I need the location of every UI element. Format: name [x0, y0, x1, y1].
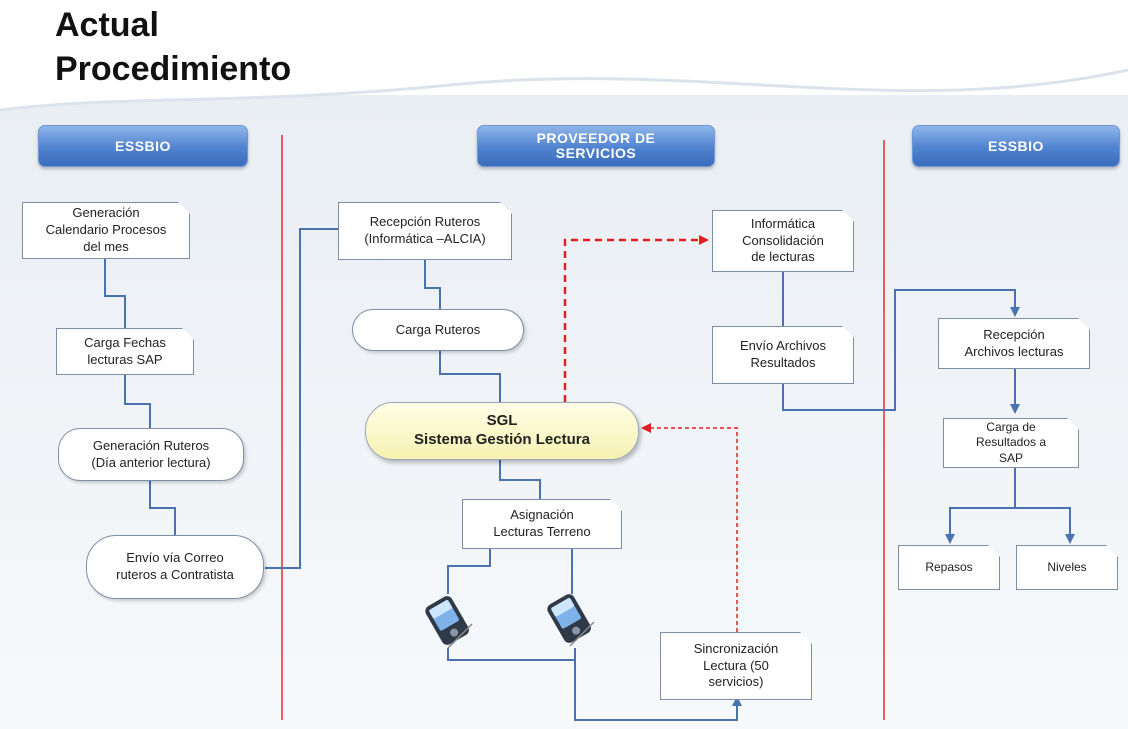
right-connectors [782, 272, 1075, 544]
header-essbio-right: ESSBIO [912, 125, 1120, 167]
header-proveedor-servicios: PROVEEDOR DE SERVICIOS [477, 125, 715, 167]
page-title-line2: Procedimiento [55, 50, 292, 88]
node-carga-ruteros: Carga Ruteros [352, 309, 524, 351]
node-generacion-calendario: Generación Calendario Procesos del mes [22, 202, 190, 259]
center-connectors [424, 260, 742, 721]
page-title-line1: Actual [55, 6, 159, 44]
header-essbio-left: ESSBIO [38, 125, 248, 167]
node-sincronizacion: Sincronización Lectura (50 servicios) [660, 632, 812, 700]
node-carga-resultados: Carga de Resultados a SAP [943, 418, 1079, 468]
node-envio-correo: Envío vía Correo ruteros a Contratista [86, 535, 264, 599]
node-niveles: Niveles [1016, 545, 1118, 590]
node-carga-fechas: Carga Fechas lecturas SAP [56, 328, 194, 375]
left-connectors [104, 228, 338, 569]
node-asignacion-lecturas: Asignación Lecturas Terreno [462, 499, 622, 549]
node-informatica-consolidacion: Informática Consolidación de lecturas [712, 210, 854, 272]
handheld-device-icon [547, 594, 595, 647]
sgl-label: SGL [486, 412, 518, 430]
node-repasos: Repasos [898, 545, 1000, 590]
node-generacion-ruteros: Generación Ruteros (Día anterior lectura… [58, 428, 244, 481]
dashed-connector-to-informatica [563, 235, 709, 402]
node-sgl: SGL Sistema Gestión Lectura [365, 402, 639, 460]
header-wave [0, 0, 1128, 110]
node-envio-archivos: Envío Archivos Resultados [712, 326, 854, 384]
node-recepcion-ruteros: Recepción Ruteros (Informática –ALCIA) [338, 202, 512, 260]
sgl-sublabel: Sistema Gestión Lectura [414, 431, 590, 448]
dashed-connector-to-sgl [641, 423, 738, 632]
handheld-device-icon [425, 596, 473, 649]
node-recepcion-archivos: Recepción Archivos lecturas [938, 318, 1090, 369]
